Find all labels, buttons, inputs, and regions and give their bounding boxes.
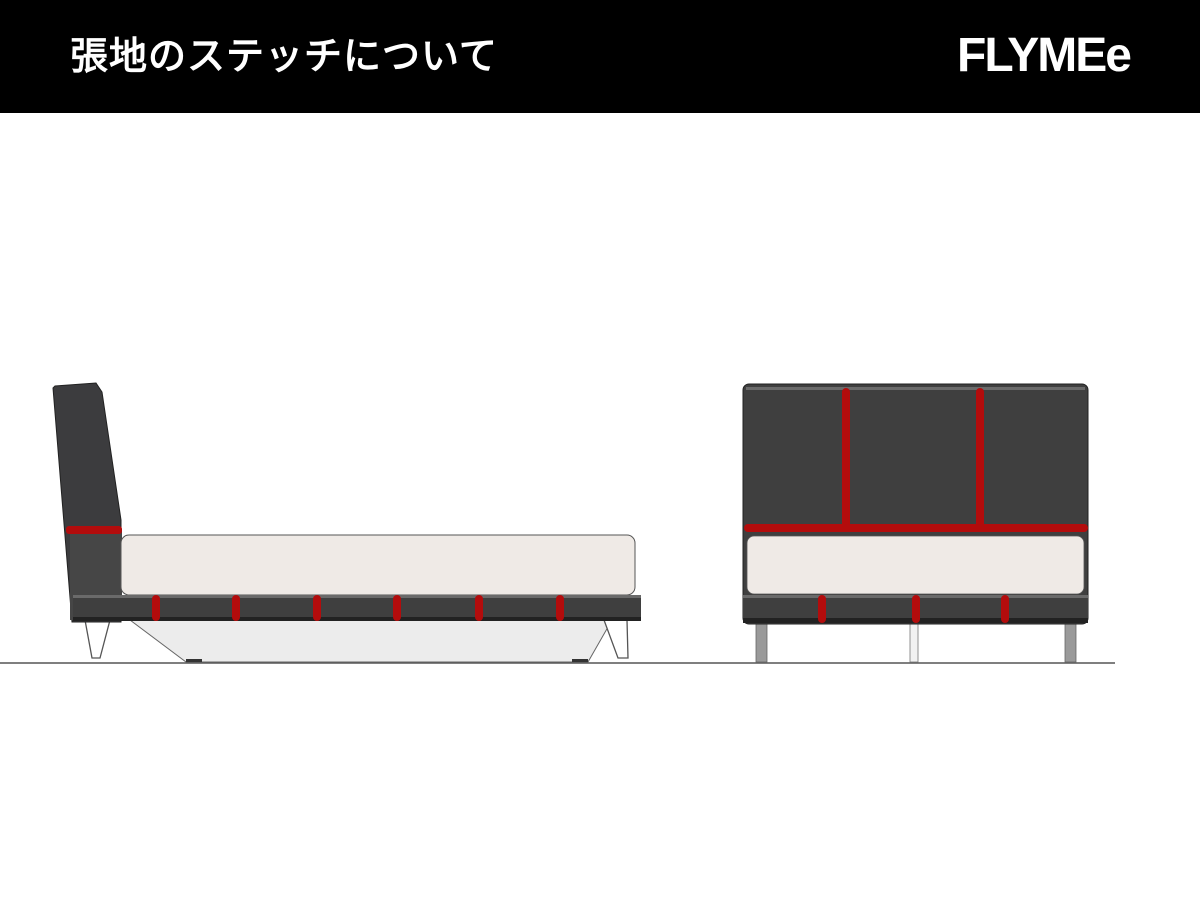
front-leg-center <box>909 621 919 663</box>
front-base-stitch <box>912 595 920 623</box>
front-headboard-stitch-horizontal <box>744 524 1088 532</box>
side-base-stitch <box>152 595 160 621</box>
page-title: 張地のステッチについて <box>70 34 498 78</box>
side-base-stitch <box>475 595 483 621</box>
front-leg-right <box>1064 621 1077 663</box>
front-base-stitch <box>1001 595 1009 623</box>
side-foot-pad-left <box>186 659 202 662</box>
side-base-rail <box>73 595 641 621</box>
side-leg-right <box>603 619 629 659</box>
side-base-stitch <box>313 595 321 621</box>
front-view-bed <box>742 383 1089 663</box>
front-mattress <box>746 535 1085 595</box>
front-headboard-stitch-vertical <box>842 388 850 530</box>
side-base-stitch <box>232 595 240 621</box>
side-foot-pad-right <box>572 659 588 662</box>
front-base-stitch <box>818 595 826 623</box>
front-leg-left <box>755 621 768 663</box>
side-view-bed <box>52 382 641 663</box>
side-leg-left <box>84 619 111 659</box>
front-headboard-stitch-vertical <box>976 388 984 530</box>
side-mattress <box>120 534 636 596</box>
side-base-stitch <box>393 595 401 621</box>
side-base-stitch <box>556 595 564 621</box>
side-under-panel <box>128 619 613 663</box>
brand-logo: FLYMEe <box>957 29 1132 82</box>
header-bar: 張地のステッチについて FLYMEe <box>0 0 1200 113</box>
side-headboard-stitch <box>66 526 122 534</box>
